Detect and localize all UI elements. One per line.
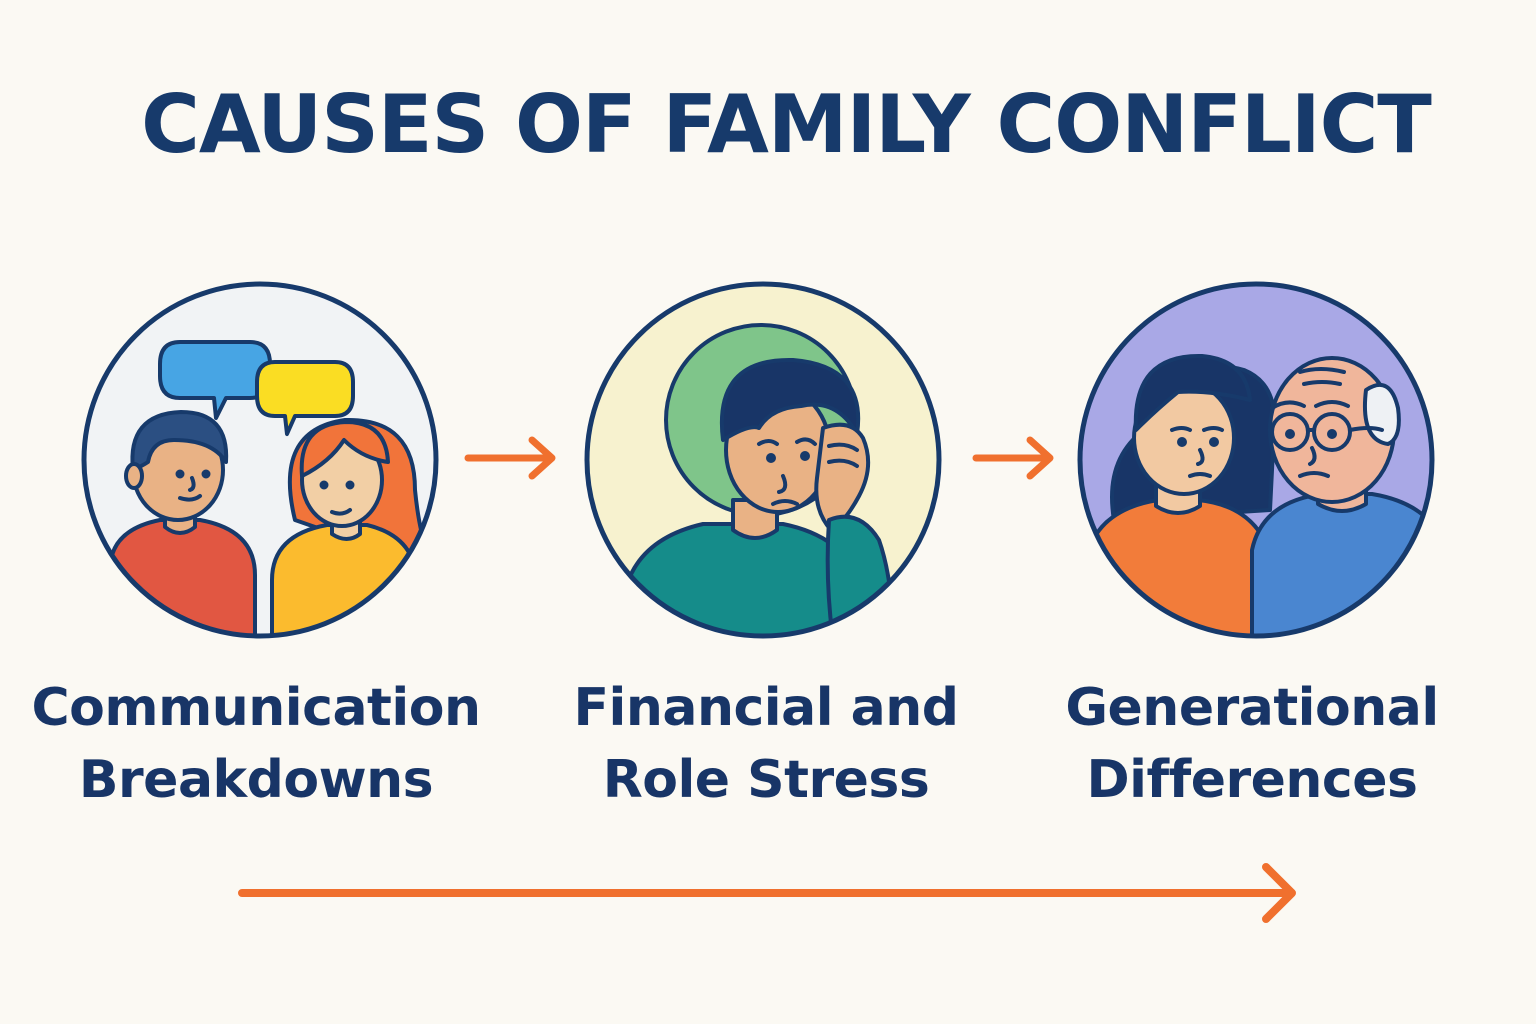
arrow-right-icon xyxy=(464,436,556,480)
communication-illustration xyxy=(80,280,440,640)
financial-stress-illustration xyxy=(583,280,943,640)
stressed-person-icon xyxy=(584,281,942,639)
step-label-communication: Communication Breakdowns xyxy=(16,672,496,816)
long-arrow-right-icon xyxy=(238,863,1296,923)
label-line: Role Stress xyxy=(602,750,930,810)
label-line: Generational xyxy=(1065,678,1439,738)
arrow-right-icon xyxy=(972,436,1054,480)
label-line: Financial and xyxy=(573,678,959,738)
two-people-speech-bubbles-icon xyxy=(81,281,439,639)
label-line: Differences xyxy=(1086,750,1418,810)
young-and-elderly-person-icon xyxy=(1077,281,1435,639)
label-line: Communication xyxy=(31,678,481,738)
page-title: CAUSES OF FAMILY CONFLICT xyxy=(141,78,1432,171)
label-line: Breakdowns xyxy=(78,750,434,810)
generational-illustration xyxy=(1076,280,1436,640)
step-label-generational: Generational Differences xyxy=(1012,672,1492,816)
step-label-financial: Financial and Role Stress xyxy=(526,672,1006,816)
